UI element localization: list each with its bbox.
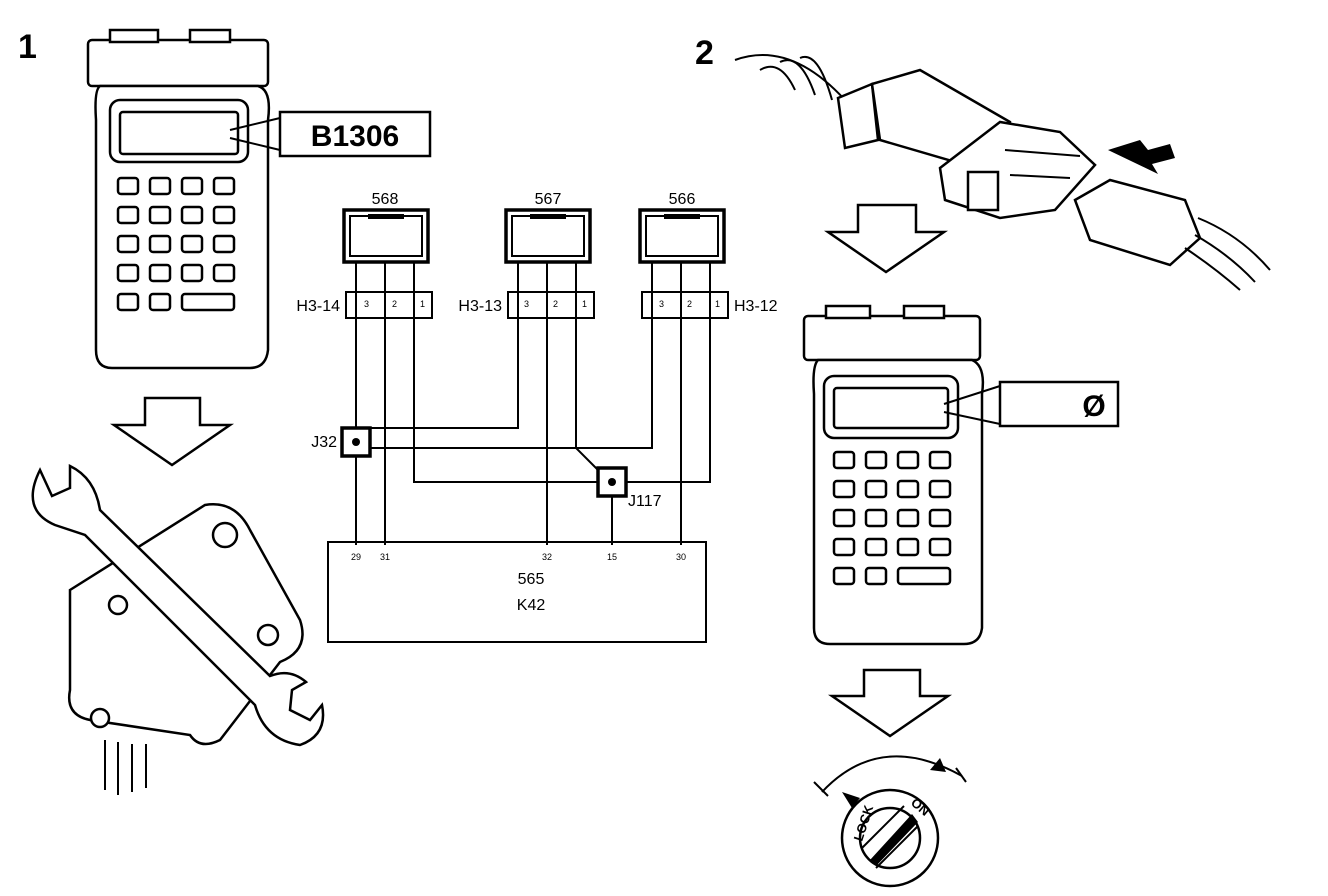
module-pin-31: 31 xyxy=(380,552,390,562)
arrow-down-icon xyxy=(109,396,235,467)
pin-label: 1 xyxy=(715,299,720,309)
dtc-code-b1306: B1306 xyxy=(311,120,399,153)
sensor-567: 567 xyxy=(504,191,592,264)
pin-label: 2 xyxy=(553,299,558,309)
junction-j117: J117 xyxy=(596,466,662,510)
pin-label: 3 xyxy=(524,299,529,309)
sensor-568-label: 568 xyxy=(372,191,399,208)
harness-connector-illustration xyxy=(734,54,1271,291)
module-id-label: 565 xyxy=(518,571,545,588)
sensor-566-label: 566 xyxy=(669,191,696,208)
module-pin-30: 30 xyxy=(676,552,686,562)
junction-j32: J32 xyxy=(311,426,372,458)
connector-h3-12-label: H3-12 xyxy=(734,298,778,315)
dtc-callout-1: B1306 xyxy=(278,110,432,158)
junction-j32-label: J32 xyxy=(311,434,337,451)
pin-label: 1 xyxy=(582,299,587,309)
module-pin-32: 32 xyxy=(542,552,552,562)
pull-arrow-icon xyxy=(1108,140,1175,174)
module-pin-15: 15 xyxy=(607,552,617,562)
sensor-566: 566 xyxy=(638,191,726,264)
junction-j117-label: J117 xyxy=(628,493,662,510)
module-name-label: K42 xyxy=(517,597,546,614)
sensor-567-label: 567 xyxy=(535,191,562,208)
connector-h3-14-label: H3-14 xyxy=(296,298,340,315)
module-k42: 29 31 32 15 30 565 K42 xyxy=(327,541,707,643)
sensor-568: 568 xyxy=(342,191,430,264)
arrow-down-icon xyxy=(827,668,953,738)
connector-h3-13-label: H3-13 xyxy=(458,298,502,315)
ignition-switch: LOCK ON xyxy=(813,755,967,888)
scan-tool-2-keypad xyxy=(832,450,952,586)
step-2-label: 2 xyxy=(695,34,714,72)
wiring-schematic: 568 567 566 H3-14 3 2 1 H3-13 xyxy=(296,191,778,643)
scan-tool-1-keypad xyxy=(116,176,236,312)
dtc-code-cleared: Ø xyxy=(1082,390,1105,423)
connector-h3-12: H3-12 3 2 1 xyxy=(641,291,778,319)
module-pin-29: 29 xyxy=(351,552,361,562)
connector-h3-14: H3-14 3 2 1 xyxy=(296,291,433,319)
pin-label: 3 xyxy=(364,299,369,309)
pin-label: 3 xyxy=(659,299,664,309)
pin-label: 1 xyxy=(420,299,425,309)
connector-h3-13: H3-13 3 2 1 xyxy=(458,291,595,319)
scan-tool-1 xyxy=(86,28,281,370)
step-1-label: 1 xyxy=(18,28,37,66)
dtc-callout-2: Ø xyxy=(998,380,1120,428)
pin-label: 2 xyxy=(687,299,692,309)
scan-tool-2 xyxy=(802,304,1001,646)
pin-label: 2 xyxy=(392,299,397,309)
wrench-sensor-illustration xyxy=(31,464,325,795)
arrow-down-icon xyxy=(823,203,949,274)
